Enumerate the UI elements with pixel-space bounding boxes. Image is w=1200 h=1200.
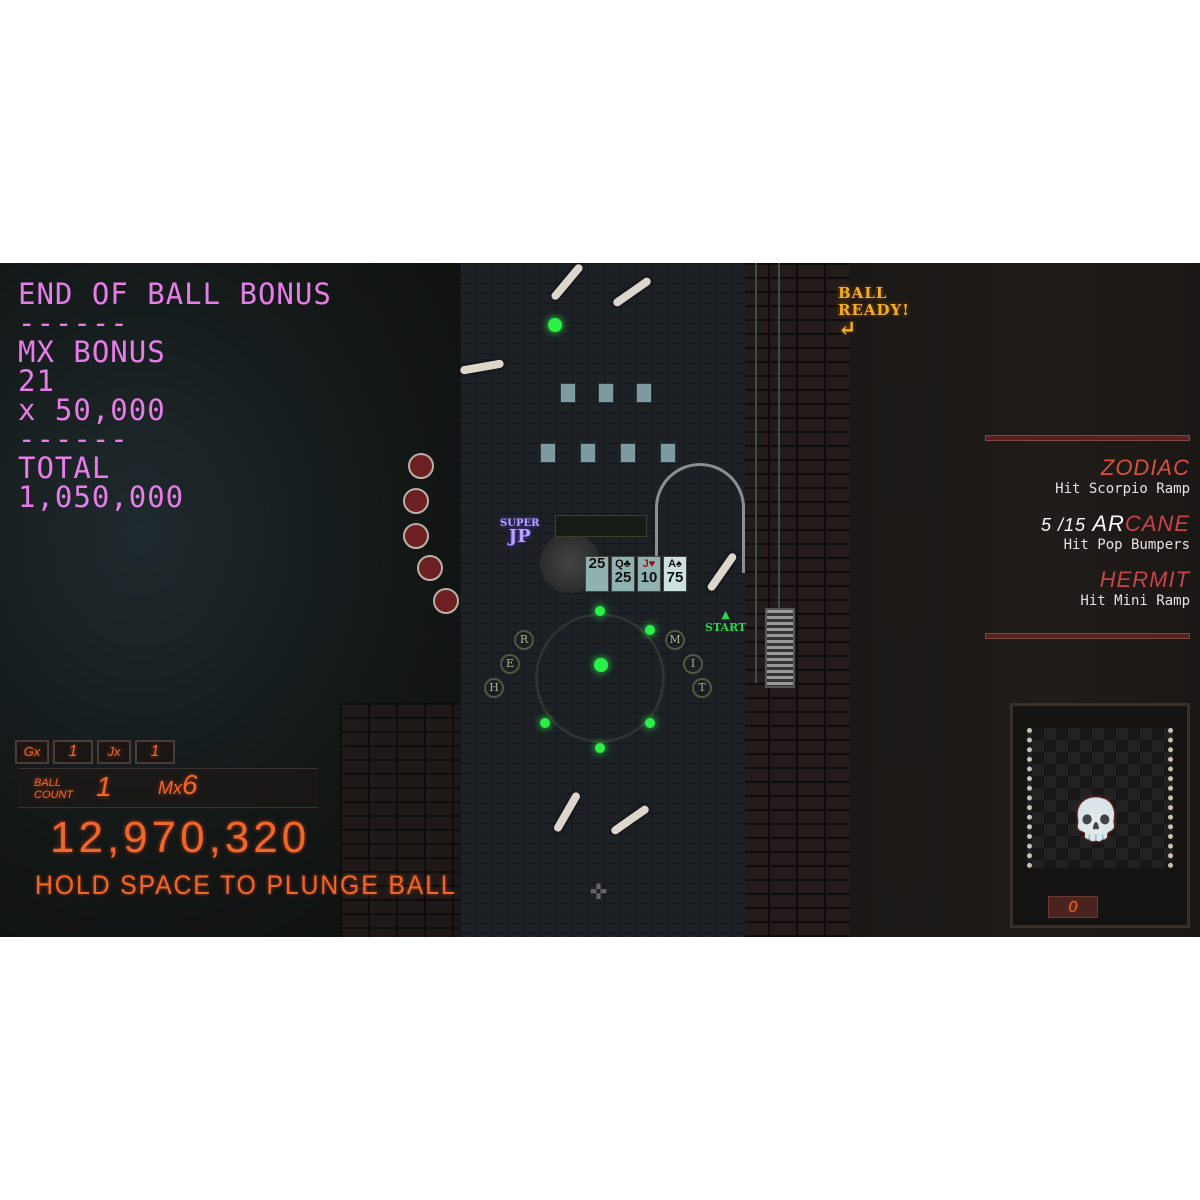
bonus-label: MX BONUS	[18, 335, 166, 369]
plunger-spring	[765, 608, 795, 688]
orbit-ramp	[655, 463, 745, 573]
card: A♠75	[663, 556, 687, 592]
card: 25	[585, 556, 609, 592]
light	[594, 658, 608, 672]
brick-wall-left	[340, 703, 470, 937]
return-arrow-icon: ↵	[838, 316, 858, 342]
bonus-count: 21	[18, 364, 55, 398]
jx-value: 1	[135, 740, 175, 764]
light	[548, 318, 562, 332]
score-display: 12,970,320	[50, 813, 311, 862]
bonus-title: END OF BALL BONUS	[18, 277, 332, 311]
light	[645, 625, 655, 635]
card: J♥10	[637, 556, 661, 592]
jx-label: Jx	[97, 740, 131, 764]
light	[645, 718, 655, 728]
ball-count: 1	[96, 771, 112, 802]
mx-multiplier: Mx6	[158, 769, 198, 800]
mission-panel: ZODIAC Hit Scorpio Ramp 5 /15 ARCANE Hit…	[985, 435, 1190, 685]
brick-wall-right	[740, 263, 850, 937]
letter-light: M	[665, 630, 685, 650]
pinball-table	[460, 263, 745, 937]
mission-desc: Hit Scorpio Ramp	[1055, 481, 1190, 497]
light	[595, 606, 605, 616]
letter-light: I	[683, 654, 703, 674]
jp-label: JP	[508, 526, 531, 547]
letter-light: T	[692, 678, 712, 698]
multiplier-bar: Gx 1 Jx 1	[15, 740, 275, 764]
gx-label: Gx	[15, 740, 49, 764]
skull-counter: 0	[1048, 896, 1098, 918]
bonus-total: 1,050,000	[18, 480, 185, 514]
plunge-message: HOLD SPACE TO PLUNGE BALL	[35, 870, 457, 900]
mission-title: HERMIT	[1099, 567, 1190, 592]
start-label: ▲START	[705, 608, 747, 634]
light	[540, 718, 550, 728]
bonus-total-label: TOTAL	[18, 451, 111, 485]
card-row: 25 Q♣25 J♥10 A♠75	[585, 556, 687, 592]
letter-light: E	[500, 654, 520, 674]
end-of-ball-bonus: END OF BALL BONUS ------ MX BONUS 21 x 5…	[18, 280, 332, 512]
bonus-divider: ------	[18, 306, 129, 340]
light	[595, 743, 605, 753]
mission-desc: Hit Pop Bumpers	[1063, 537, 1190, 553]
mission-title: ZODIAC	[1100, 455, 1190, 480]
unlit-slots	[555, 515, 647, 537]
skull-cage: 💀 0	[1010, 703, 1190, 928]
gx-value: 1	[53, 740, 93, 764]
plunger-lane	[755, 263, 780, 683]
skull-icon: 💀	[1071, 797, 1121, 843]
mission-desc: Hit Mini Ramp	[1080, 593, 1190, 609]
super-jackpot-label: SUPER JP	[500, 518, 540, 547]
letter-light: H	[484, 678, 504, 698]
bonus-multiplier: x 50,000	[18, 393, 166, 427]
bonus-divider: ------	[18, 422, 129, 456]
super-label: SUPER	[500, 518, 540, 529]
drain-crosshair-icon: ✜	[590, 873, 607, 906]
letter-light: R	[514, 630, 534, 650]
mission-title: 5 /15 ARCANE	[1040, 511, 1190, 536]
card: Q♣25	[611, 556, 635, 592]
game-screen: ✜ SUPER JP 25 Q♣25 J♥10 A♠75 ▲START R E …	[0, 263, 1200, 937]
